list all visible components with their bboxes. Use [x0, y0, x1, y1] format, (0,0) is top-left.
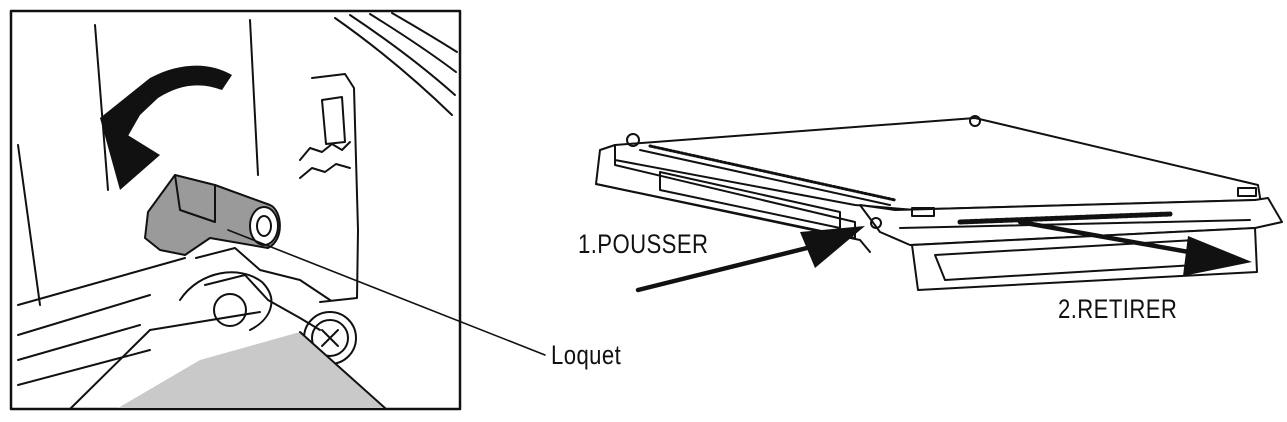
hinge-arm	[195, 247, 331, 301]
door-edge	[17, 349, 151, 386]
front-frame-line	[899, 219, 1251, 229]
curved-arrow-down-icon	[100, 65, 232, 150]
latch-detail-panel	[9, 9, 546, 411]
door-edge	[17, 257, 186, 306]
lower-drawer	[911, 227, 1258, 291]
rail-slot	[659, 171, 841, 229]
arrow-right-icon-2	[1183, 236, 1252, 276]
left-rail-under	[595, 183, 871, 253]
drawer-rail	[957, 211, 1173, 225]
lock-dot	[870, 217, 882, 229]
hinge-plate	[311, 73, 359, 303]
hinge-curve	[179, 271, 273, 331]
hinge-slot	[321, 96, 346, 145]
detail-frame	[9, 9, 462, 411]
cavity-line	[94, 24, 109, 191]
pull-arrow-shaft	[1017, 219, 1203, 257]
retirer-label: 2.RETIRER	[1058, 294, 1178, 324]
tray-removal-illustration	[595, 115, 1283, 293]
loquet-label: Loquet	[551, 340, 622, 370]
pousser-label: 1.POUSSER	[578, 229, 709, 259]
screw-ring	[311, 319, 349, 357]
clip	[911, 207, 935, 217]
door-edge	[17, 324, 141, 361]
push-arrow-shaft	[635, 243, 818, 293]
door-edge	[149, 311, 261, 331]
arc-line	[334, 17, 453, 116]
floor-edge	[299, 331, 386, 409]
latch-barrel	[249, 206, 279, 246]
knob	[626, 133, 640, 147]
cavity-line	[249, 19, 259, 176]
tray-perforation	[648, 144, 897, 202]
hinge-break-line	[299, 163, 351, 179]
arc-line	[391, 12, 458, 53]
door-edge	[69, 329, 151, 410]
curved-arrow-head	[100, 118, 160, 190]
arc-line	[369, 13, 457, 73]
arrow-right-icon	[800, 226, 865, 268]
hinge-arm	[204, 274, 321, 331]
loquet-leader-line	[227, 229, 546, 356]
floor-slab	[118, 332, 385, 408]
latch-edge	[174, 174, 216, 223]
latch-barrel-hole	[256, 215, 272, 237]
hinge-break-line	[299, 141, 351, 161]
cavity-line	[17, 144, 41, 306]
arc-line	[349, 14, 456, 96]
screw-slot	[321, 329, 339, 347]
clip	[1237, 187, 1257, 197]
tray-edge	[639, 149, 891, 206]
door-edge	[17, 294, 151, 336]
hinge-pivot	[213, 293, 247, 327]
knob	[969, 115, 981, 127]
front-frame	[859, 197, 1283, 246]
